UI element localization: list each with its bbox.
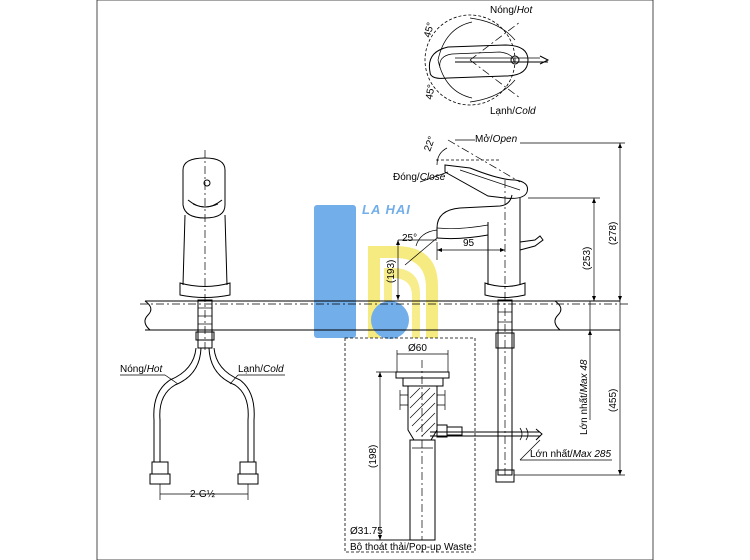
thread-label: 2-G½ [190, 489, 216, 500]
hot-label-left: Nóng/Hot [120, 364, 163, 375]
popup-waste: Ø60 (198) Ø31.75 Bộ thoát [344, 337, 476, 553]
front-view: 2-G½ Nóng/Hot Lạnh/Cold [120, 150, 285, 500]
angle-45-bottom: 45° [424, 84, 437, 101]
dim-193: (193) [386, 260, 397, 283]
popup-waste-label: Bộ thoát thải/Pop-up Waste [350, 542, 472, 553]
close-label: Đóng/Close [393, 172, 446, 183]
dia60-label: Ø60 [408, 343, 427, 354]
open-label: Mở/Open [475, 133, 518, 145]
dim-278: (278) [608, 222, 619, 245]
angle-22: 22° [422, 135, 438, 153]
side-view: 22° Mở/Open Đóng/Close 25° 95 (193) (253… [386, 133, 625, 483]
hot-label-top: Nóng/Hot [490, 5, 533, 16]
dia3175-label: Ø31.75 [350, 526, 383, 537]
dim-253: (253) [582, 247, 593, 270]
cold-label-top: Lạnh/Cold [490, 106, 536, 117]
max285-label: Lớn nhất/Max 285 [530, 448, 611, 460]
cold-label-left: Lạnh/Cold [238, 364, 284, 375]
angle-25: 25° [402, 233, 417, 244]
max48-label: Lớn nhất/Max 48 [578, 359, 590, 435]
dim-95: 95 [463, 238, 475, 249]
dim-198: (198) [368, 445, 379, 468]
countertop [140, 300, 630, 331]
top-view: 45° 45° Nóng/Hot Lạnh/Cold [422, 5, 550, 117]
dim-455: (455) [608, 389, 619, 412]
angle-45-top: 45° [422, 21, 437, 38]
frame [96, 0, 654, 560]
watermark-text: LA HAI [362, 202, 411, 217]
watermark-logo: LA HAI [314, 202, 438, 339]
